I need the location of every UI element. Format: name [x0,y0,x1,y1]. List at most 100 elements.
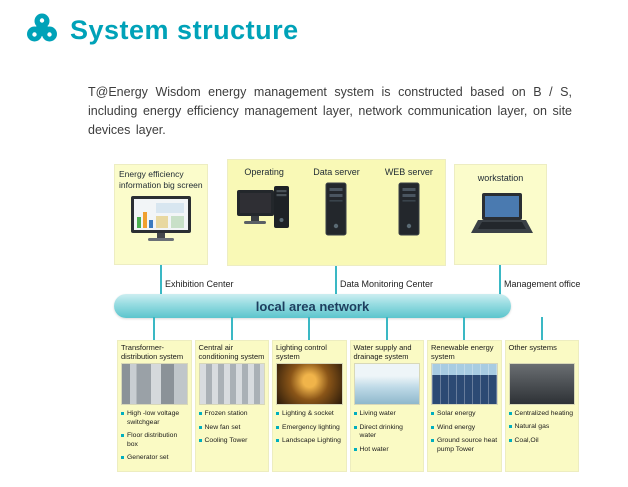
bullet-icon [121,456,124,460]
system-box-air-conditioning: Central air conditioning system Frozen s… [194,340,269,472]
bullet-icon [353,412,357,416]
bullet-icon [276,412,279,416]
connector-line-exhibition [160,265,162,295]
bullet-icon [198,412,202,416]
system-title: Central air conditioning system [198,343,265,361]
bullet-icon [508,425,512,429]
workstation-box: workstation [454,164,547,265]
bullet-text: Landscape Lighting [282,437,341,445]
connector-line-system-4 [386,317,388,340]
systems-row: Transformer- distribution system High -l… [117,340,579,472]
bullet-icon [431,412,434,416]
bullet-item: Frozen station [198,410,266,418]
bullet-item: Lighting & socket [276,410,343,418]
connector-line-monitoring [335,266,337,295]
data-server-label: Data server [313,167,360,177]
lighting-photo [276,363,343,406]
web-server-label: WEB server [384,167,433,177]
bullet-icon [431,439,434,443]
bullet-item: Cooling Tower [198,437,266,445]
bullet-item: New fan set [198,423,266,432]
bullet-item: Centralized heating [508,410,576,418]
bullet-text: Coal,Oil [514,436,539,444]
data-server-column: Data server [300,160,372,265]
bullet-text: Solar energy [437,410,476,418]
bullet-text: Wind energy [437,423,476,431]
bullet-item: Ground source heat pump Tower [431,437,498,454]
big-screen-label: Energy efficiency information big screen [119,169,203,190]
bullet-text: Natural gas [514,423,550,431]
bullet-text: Frozen station [204,410,248,418]
bullet-item: Landscape Lighting [276,437,343,445]
system-box-lighting: Lighting control system Lighting & socke… [272,340,347,472]
solar-panels-photo [431,363,498,406]
bullet-text: Hot water [359,445,389,453]
system-title: Water supply and drainage system [353,343,412,361]
water-tap-photo [353,363,420,406]
connector-line-system-2 [231,317,233,340]
bullet-list: Frozen station New fan set Cooling Tower [198,410,266,450]
bullet-list: High -low voltage switchgear Floor distr… [121,410,188,467]
caption-data-monitoring-center: Data Monitoring Center [340,279,434,289]
other-systems-photo [508,363,575,405]
bullet-icon [198,439,202,443]
trefoil-cluster-icon [24,10,60,51]
system-box-renewable-energy: Renewable energy system Solar energy Win… [427,340,502,472]
bullet-icon [508,412,512,415]
bullet-icon [353,447,357,451]
bullet-icon [431,425,434,429]
connector-line-management [499,265,501,295]
big-screen-box: Energy efficiency information big screen [114,164,208,265]
bullet-text: Ground source heat pump Tower [437,437,498,453]
system-title: Transformer- distribution system [121,343,184,361]
bullet-text: Floor distribution box [127,432,178,448]
connector-line-system-1 [153,317,155,340]
system-title: Lighting control system [276,343,327,361]
bullet-list: Lighting & socket Emergency lighting Lan… [276,410,343,450]
bullet-item: Generator set [121,454,188,462]
system-title: Renewable energy system [431,343,494,361]
bullet-text: Living water [359,410,396,418]
bullet-text: Generator set [127,454,169,462]
bullet-item: Direct drinking water [353,423,421,441]
operating-label: Operating [244,167,284,177]
bullet-icon [276,425,279,429]
bullet-text: Emergency lighting [282,423,340,431]
bullet-text: Cooling Tower [204,437,248,445]
bullet-item: Hot water [353,445,421,454]
system-box-other: Other systems Centralized heating Natura… [504,340,579,472]
bullet-list: Centralized heating Natural gas Coal,Oil [508,410,576,450]
system-box-transformer: Transformer- distribution system High -l… [117,340,192,472]
connector-line-system-3 [308,317,310,340]
intro-paragraph: T@Energy Wisdom energy management system… [88,85,572,137]
bullet-icon [198,425,202,429]
bullet-icon [508,438,512,442]
bullet-item: Coal,Oil [508,436,576,445]
bullet-icon [353,425,357,429]
bullet-text: Centralized heating [514,410,574,417]
header: System structure [24,10,299,51]
bullet-item: Wind energy [431,424,498,432]
caption-exhibition-center: Exhibition Center [165,279,234,289]
bullet-item: High -low voltage switchgear [121,410,188,427]
data-center-box: Operating Data server [227,159,446,266]
bullet-item: Emergency lighting [276,424,343,432]
bullet-text: Direct drinking water [359,423,403,440]
caption-management-office: Management office [504,279,581,289]
transformer-room-photo [121,363,188,406]
bullet-text: New fan set [204,423,241,431]
bullet-item: Solar energy [431,410,498,418]
bullet-text: Lighting & socket [282,410,334,418]
workstation-label: workstation [477,173,524,183]
desktop-computer-icon [236,182,292,243]
page-title: System structure [70,15,299,45]
laptop-icon [459,192,542,238]
web-server-column: WEB server [373,160,445,265]
dashboard-monitor-icon [119,195,203,243]
bullet-list: Living water Direct drinking water Hot w… [353,410,421,459]
connector-line-system-6 [541,317,543,340]
bullet-icon [276,439,279,443]
bullet-item: Natural gas [508,423,576,431]
system-title: Other systems [508,343,557,352]
